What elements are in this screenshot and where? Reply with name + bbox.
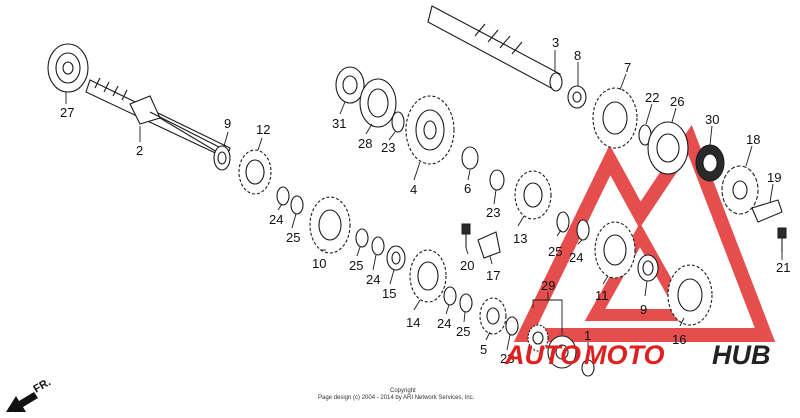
label-6: 6 [464,181,471,196]
watermark-hub: HUB [712,340,771,370]
label-27: 27 [60,105,74,120]
label-22: 22 [645,90,659,105]
gear-12 [238,149,272,195]
oil-seal-30 [695,144,725,182]
label-25-left: 25 [286,230,300,245]
label-21: 21 [776,260,790,275]
bearing-26 [647,121,689,175]
washer-24-lower [443,286,457,306]
label-16: 16 [672,332,686,347]
bearing-27 [47,43,89,93]
washer-23-lower [505,316,519,336]
label-9-upper: 9 [224,116,231,131]
washer-24-middle [371,236,385,256]
collar-9-lower [637,254,659,282]
bushing-15 [386,245,406,271]
bolt-21 [777,227,787,252]
label-29: 29 [541,278,555,293]
label-4: 4 [410,182,417,197]
bracket-29 [532,292,563,335]
collar-6 [461,146,479,170]
bearing-28 [359,78,397,128]
label-23-lower: 23 [500,351,514,366]
circlip-25-left [290,195,304,215]
collar-9-upper [213,145,231,171]
label-3: 3 [552,35,559,50]
fixing-plate-19 [751,199,783,223]
label-9-lower: 9 [640,302,647,317]
label-26: 26 [670,94,684,109]
mainshaft-2 [85,77,231,159]
circlip-25-middle [355,228,369,248]
label-20: 20 [460,258,474,273]
washer-23-upper [391,111,405,133]
label-17: 17 [486,268,500,283]
label-2: 2 [136,143,143,158]
label-24-right: 24 [569,250,583,265]
label-14: 14 [406,315,420,330]
collar-8 [567,85,587,109]
label-31: 31 [332,116,346,131]
front-direction-indicator: FR. [6,376,53,412]
label-25-lower: 25 [456,324,470,339]
circlip-25-right [556,211,570,233]
copyright-footer: Copyright Page design (c) 2004 - 2014 by… [318,388,475,401]
label-12: 12 [256,122,270,137]
stopper-plate-17 [477,231,501,259]
label-24-middle: 24 [366,272,380,287]
label-30: 30 [705,112,719,127]
label-8: 8 [574,48,581,63]
label-18: 18 [746,132,760,147]
gear-16 [667,264,713,326]
washer-24-right [576,219,590,241]
countershaft-3 [427,5,563,92]
drive-sprocket-18 [721,165,759,215]
label-7: 7 [624,60,631,75]
leader-lines [65,50,783,360]
bearing-1 [547,335,577,369]
label-15: 15 [382,286,396,301]
washer-24-left [276,186,290,206]
gear-4 [405,95,455,165]
watermark-auto: AUTO [504,340,581,370]
bearing-31 [335,66,365,104]
direction-label: FR. [32,376,53,395]
label-11: 11 [595,288,609,303]
label-23-upper: 23 [381,140,395,155]
label-25-right: 25 [548,244,562,259]
gear-10 [309,196,351,254]
gear-11 [594,221,636,279]
washer-23-middle [489,169,505,191]
circlip-25-lower [459,293,473,313]
bolt-20 [461,223,471,248]
label-24-lower: 24 [437,316,451,331]
label-19: 19 [767,170,781,185]
watermark-wordmark: AUTO MOTO HUB [504,340,771,370]
label-5: 5 [480,342,487,357]
label-23-middle: 23 [486,205,500,220]
gear-13 [514,170,552,220]
label-24-left: 24 [269,212,283,227]
copyright-line-1: Copyright [390,388,416,394]
gear-14 [409,249,447,303]
gear-7 [592,87,638,149]
label-1: 1 [584,328,591,343]
copyright-line-2: Page design (c) 2004 - 2014 by ARI Netwo… [318,395,475,401]
arrow-icon [6,392,38,412]
label-28: 28 [358,136,372,151]
needle-bearing-29 [527,324,549,352]
label-13: 13 [513,231,527,246]
label-25-middle: 25 [349,258,363,273]
part-labels: 27 2 9 12 3 8 7 22 26 30 18 19 21 31 28 … [60,35,790,366]
label-10: 10 [312,256,326,271]
gear-5 [479,297,507,335]
watermark-moto: MOTO [584,340,665,370]
